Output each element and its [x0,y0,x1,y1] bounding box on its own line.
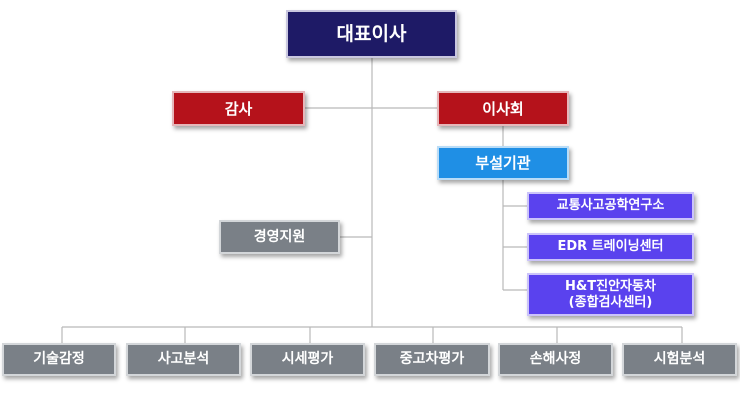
affiliated-unit-2-label: EDR 트레이닝센터 [557,239,664,255]
ceo-label: 대표이사 [336,22,407,45]
department-box-5: 손해사정 [498,343,613,376]
affiliated-unit-1: 교통사고공학연구소 [527,192,694,220]
department-label-1: 기술감정 [33,351,85,368]
department-box-6: 시험분석 [622,343,737,376]
affiliated-unit-3: H&T진안자동차 (종합검사센터) [527,273,694,316]
department-box-3: 시세평가 [250,343,365,376]
affiliated-unit-1-label: 교통사고공학연구소 [556,198,665,214]
board-label: 이사회 [482,99,524,118]
board-box: 이사회 [437,91,569,126]
audit-box: 감사 [172,91,305,126]
department-label-2: 사고분석 [157,351,210,368]
department-label-4: 중고차평가 [399,351,465,368]
support-label: 경영지원 [253,228,306,245]
department-label-3: 시세평가 [281,351,334,368]
affiliated-label: 부설기관 [475,154,531,172]
department-box-2: 사고분석 [126,343,241,376]
ceo-box: 대표이사 [286,10,457,58]
affiliated-unit-3-sublabel: (종합검사센터) [568,294,653,310]
affiliated-unit-2: EDR 트레이닝센터 [527,233,694,261]
department-label-6: 시험분석 [653,351,706,368]
department-box-4: 중고차평가 [374,343,490,376]
department-label-5: 손해사정 [529,351,582,368]
affiliated-unit-3-label: H&T진안자동차 [565,278,656,294]
department-box-1: 기술감정 [2,343,116,376]
audit-label: 감사 [224,99,253,118]
affiliated-box: 부설기관 [437,146,569,180]
support-box: 경영지원 [219,220,340,254]
